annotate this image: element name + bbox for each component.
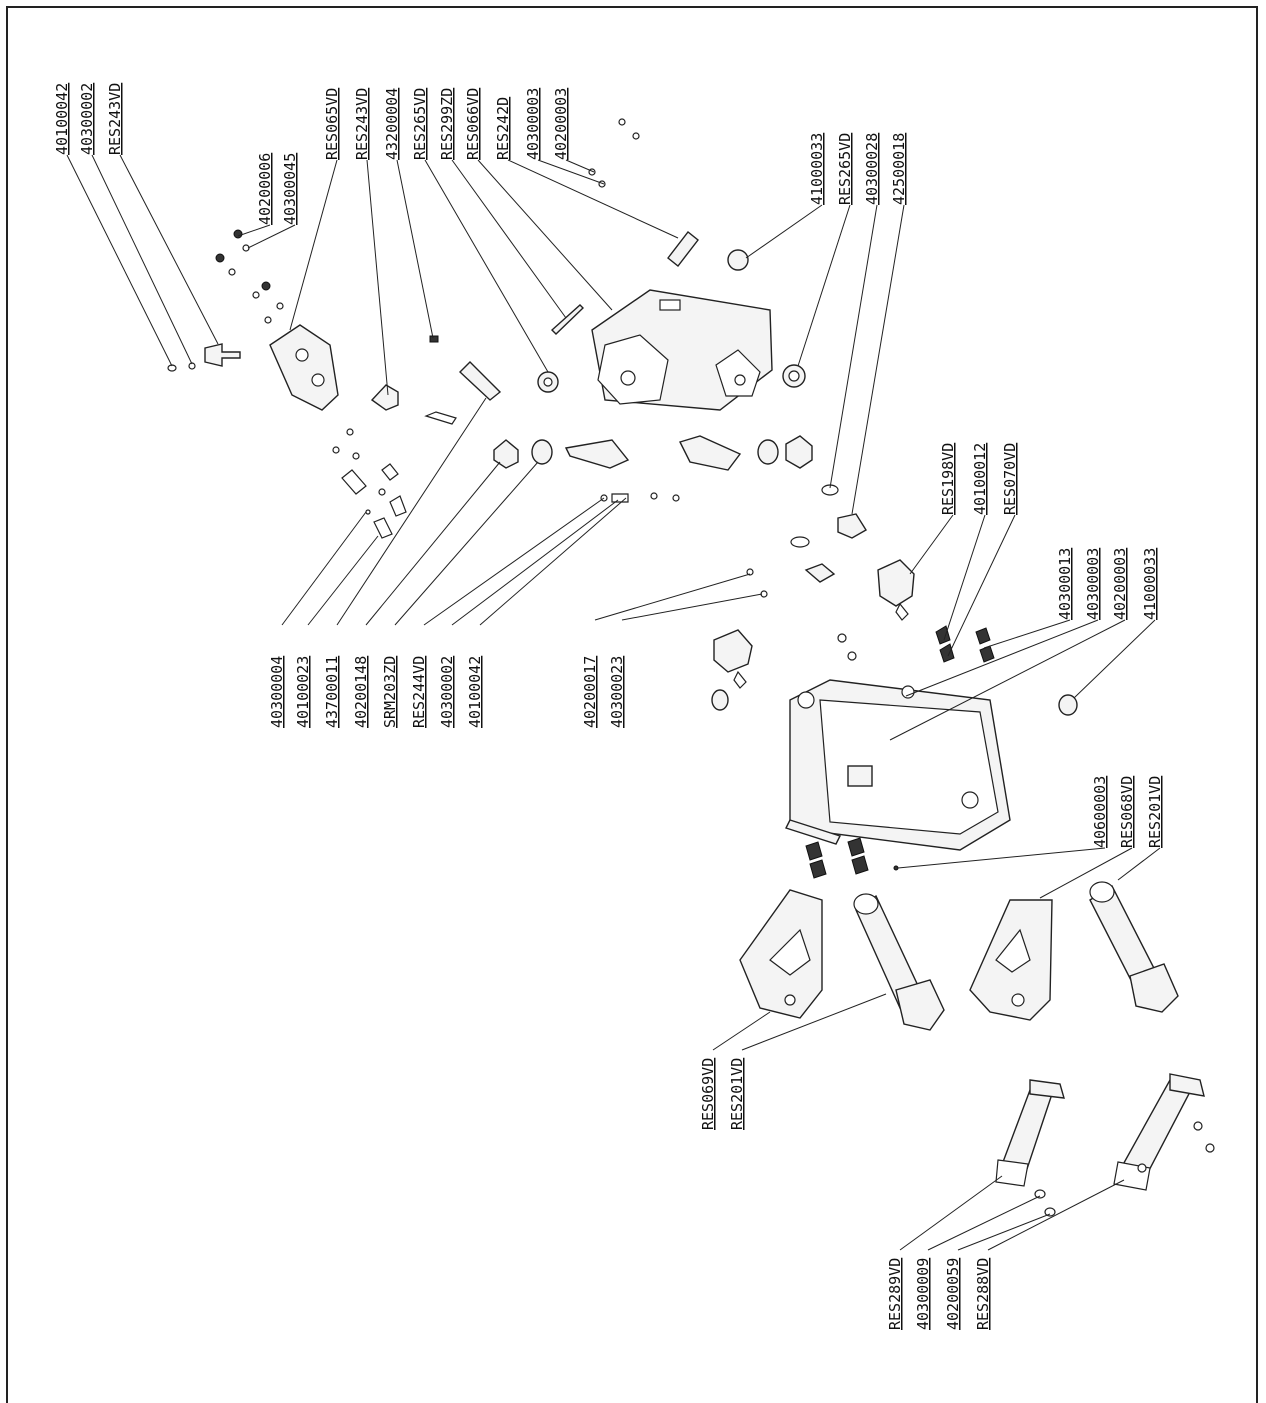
part-label: 40100042 xyxy=(53,83,71,155)
leader-lines xyxy=(66,154,1161,1251)
part-label: RES068VD xyxy=(1118,776,1136,848)
part-label: RES065VD xyxy=(323,88,341,160)
part-label: 40100023 xyxy=(294,656,312,728)
part-label: 40300023 xyxy=(608,656,626,728)
part-label: 40200148 xyxy=(352,656,370,728)
part-label: RES265VD xyxy=(411,88,429,160)
part-labels: 40100042 40300002 RES243VD 40200006 4030… xyxy=(53,83,1164,1330)
part-label: 43700011 xyxy=(323,656,341,728)
part-label: RES201VD xyxy=(728,1058,746,1130)
part-label: 40600003 xyxy=(1091,776,1109,848)
part-label: 40300028 xyxy=(863,133,881,205)
part-label: 43200004 xyxy=(383,88,401,160)
part-label: 40300002 xyxy=(78,83,96,155)
part-label: RES288VD xyxy=(974,1258,992,1330)
part-label: 40300009 xyxy=(914,1258,932,1330)
part-label: 42500018 xyxy=(890,133,908,205)
part-label: RES069VD xyxy=(699,1058,717,1130)
part-label: 40300003 xyxy=(1084,548,1102,620)
part-label: 40200059 xyxy=(944,1258,962,1330)
part-label: 40200003 xyxy=(552,88,570,160)
part-label: RES242D xyxy=(494,97,512,160)
drawing-frame xyxy=(6,6,1258,1403)
part-label: RES243VD xyxy=(353,88,371,160)
part-label: 40300002 xyxy=(438,656,456,728)
part-label: SRM203ZD xyxy=(381,656,399,728)
part-label: RES198VD xyxy=(939,443,957,515)
part-label: RES066VD xyxy=(464,88,482,160)
parts xyxy=(167,118,1215,1217)
part-label: RES243VD xyxy=(106,83,124,155)
part-label: 40300045 xyxy=(281,153,299,225)
part-label: RES299ZD xyxy=(438,88,456,160)
part-label: 40300013 xyxy=(1056,548,1074,620)
part-label: 40300004 xyxy=(268,656,286,728)
part-label: 41000033 xyxy=(808,133,826,205)
part-label: RES265VD xyxy=(836,133,854,205)
part-label: 40200017 xyxy=(581,656,599,728)
part-label: RES070VD xyxy=(1001,443,1019,515)
part-label: 41000033 xyxy=(1141,548,1159,620)
part-label: 40100042 xyxy=(466,656,484,728)
part-label: RES244VD xyxy=(410,656,428,728)
part-label: 40300003 xyxy=(524,88,542,160)
part-label: RES201VD xyxy=(1146,776,1164,848)
part-label: 40200003 xyxy=(1111,548,1129,620)
part-label: RES289VD xyxy=(886,1258,904,1330)
part-label: 40100012 xyxy=(971,443,989,515)
part-label: 40200006 xyxy=(256,153,274,225)
